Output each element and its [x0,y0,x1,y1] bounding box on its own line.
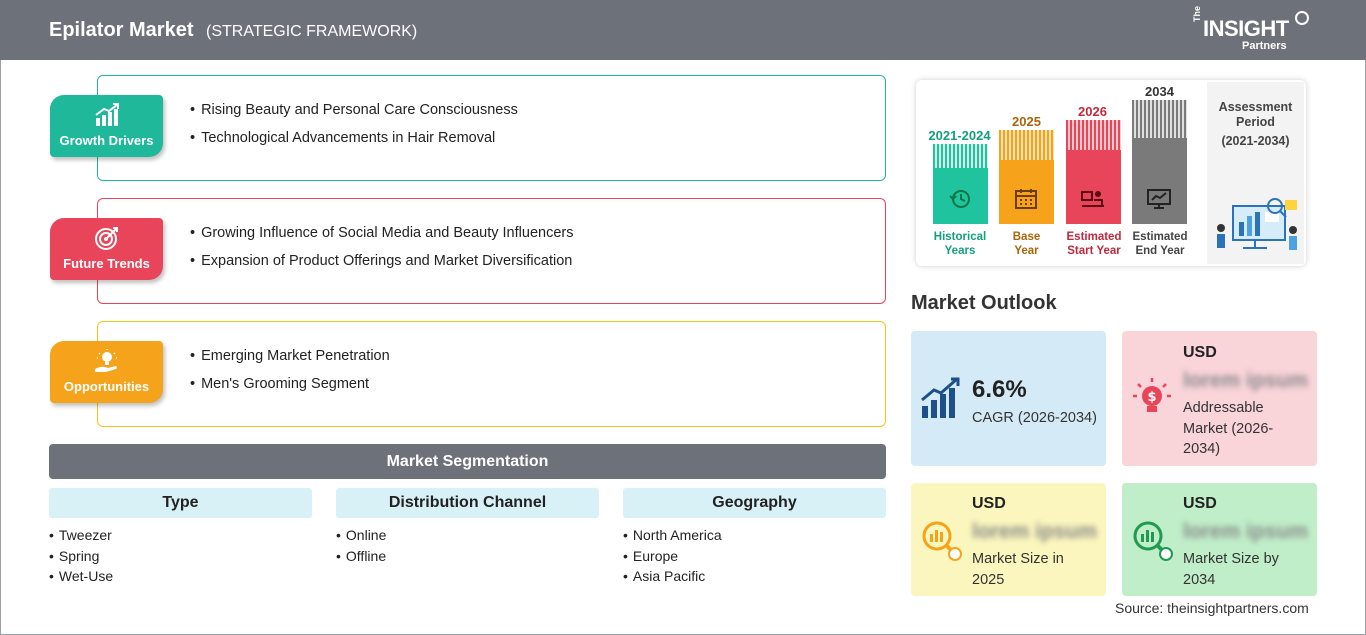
monitor-chart-icon [1147,189,1171,209]
list-item: Asia Pacific [623,566,886,587]
analytics-people-icon [1217,198,1297,250]
list-item: Emerging Market Penetration [190,342,390,370]
timeline-bar-start [1066,120,1121,224]
opportunities-card: Emerging Market Penetration Men's Groomi… [97,321,886,427]
list-item: Men's Grooming Segment [190,370,390,398]
market-segmentation-header: Market Segmentation [49,444,886,479]
size2034-currency: USD [1183,495,1217,512]
timeline-label: Base Year [994,230,1059,258]
size2025-value: lorem ipsum [972,520,1097,543]
growth-chart-icon [95,103,119,126]
assessment-title: Assessment Period [1218,100,1293,129]
list-item: Technological Advancements in Hair Remov… [190,124,518,152]
logo-magnifier-icon [1295,11,1309,25]
market-outlook-title: Market Outlook [911,292,1057,314]
timeline-label: Estimated Start Year [1060,230,1128,258]
addressable-label: Addressable Market (2026-2034) [1183,400,1274,457]
list-item: Tweezer [49,525,312,546]
timeline-label-line: Years [944,245,976,257]
opportunities-badge: Opportunities [50,341,163,403]
segment-head: Distribution Channel [336,488,599,518]
timeline-bar-historical [933,144,988,224]
badge-label: Growth Drivers [59,133,154,148]
timeline-label: Estimated End Year [1126,230,1194,258]
svg-text:$: $ [1147,390,1156,405]
segment-distribution-channel: Distribution Channel Online Offline [336,488,599,566]
history-icon [949,190,970,208]
cagr-label: CAGR (2026-2034) [972,410,1097,426]
future-trends-card: Growing Influence of Social Media and Be… [97,198,886,304]
magnifier-chart-icon [1133,521,1173,561]
segment-type: Type Tweezer Spring Wet-Use [49,488,312,587]
magnifier-chart-icon [922,521,962,561]
timeline-label-line: Estimated [1132,231,1188,243]
growth-bars-icon [921,377,960,418]
size2025-label: Market Size in 2025 [972,551,1064,588]
bar-stripes [999,130,1054,160]
segment-head: Type [49,488,312,518]
list-item: Online [336,525,599,546]
timeline-year: 2034 [1145,84,1174,99]
timeline-year: 2025 [1012,114,1041,129]
target-icon [95,227,118,250]
assessment-period-panel: Assessment Period (2021-2034) [1207,82,1304,264]
addressable-market-tile: USD lorem ipsum $ Addressable Market (20… [1122,331,1317,466]
size2034-value: lorem ipsum [1183,520,1308,543]
timeline-label-line: Year [1014,245,1039,257]
logo-sub: Partners [1242,40,1287,52]
size2034-label: Market Size by 2034 [1183,551,1279,588]
timeline-year: 2021-2024 [928,128,991,143]
page-subtitle: (STRATEGIC FRAMEWORK) [206,23,418,40]
badge-label: Opportunities [63,379,150,394]
segment-geography: Geography North America Europe Asia Paci… [623,488,886,587]
logo-main: INSIGHT [1203,16,1289,41]
timeline-label-line: Base [1012,231,1041,243]
timeline-year: 2026 [1078,104,1107,119]
cagr-value: 6.6% [972,376,1027,403]
timeline-bar-base [999,130,1054,224]
source-note: Source: theinsightpartners.com [1115,600,1309,616]
bar-stripes [1132,100,1187,138]
timeline-label-line: Historical [933,231,987,243]
lightbulb-hand-icon [95,349,117,372]
presentation-icon [1081,191,1104,207]
list-item: Expansion of Product Offerings and Marke… [190,247,573,275]
insight-partners-logo[interactable]: The INSIGHT Partners [1190,6,1315,54]
lightbulb-dollar-icon: $ [1133,378,1171,412]
size2025-currency: USD [972,495,1006,512]
list-item: Spring [49,546,312,567]
addressable-currency: USD [1183,344,1217,361]
market-size-2034-tile: USD lorem ipsum Market Size by 2034 [1122,483,1317,596]
bar-stripes [1066,120,1121,150]
timeline-label-line: Estimated [1066,231,1122,243]
timeline-bar-end [1132,100,1187,224]
timeline-label-line: Start Year [1067,245,1121,257]
logo-the: The [1192,5,1202,22]
list-item: Europe [623,546,886,567]
page-title: Epilator Market [49,19,194,41]
list-item: Growing Influence of Social Media and Be… [190,219,573,247]
list-item: North America [623,525,886,546]
growth-drivers-card: Rising Beauty and Personal Care Consciou… [97,75,886,181]
assessment-period: (2021-2034) [1221,134,1290,148]
list-item: Rising Beauty and Personal Care Consciou… [190,96,518,124]
future-trends-badge: Future Trends [50,218,163,280]
timeline-label-line: End Year [1135,245,1185,257]
list-item: Offline [336,546,599,567]
growth-drivers-badge: Growth Drivers [50,95,163,157]
addressable-value: lorem ipsum [1183,369,1308,392]
badge-label: Future Trends [63,256,150,271]
bar-stripes [933,144,988,168]
cagr-tile: 6.6% CAGR (2026-2034) [911,331,1106,466]
calendar-icon [1015,189,1037,209]
page-header: Epilator Market (STRATEGIC FRAMEWORK) Th… [0,0,1366,60]
list-item: Wet-Use [49,566,312,587]
market-size-2025-tile: USD lorem ipsum Market Size in 2025 [911,483,1106,596]
segment-head: Geography [623,488,886,518]
timeline-label: Historical Years [924,230,996,258]
